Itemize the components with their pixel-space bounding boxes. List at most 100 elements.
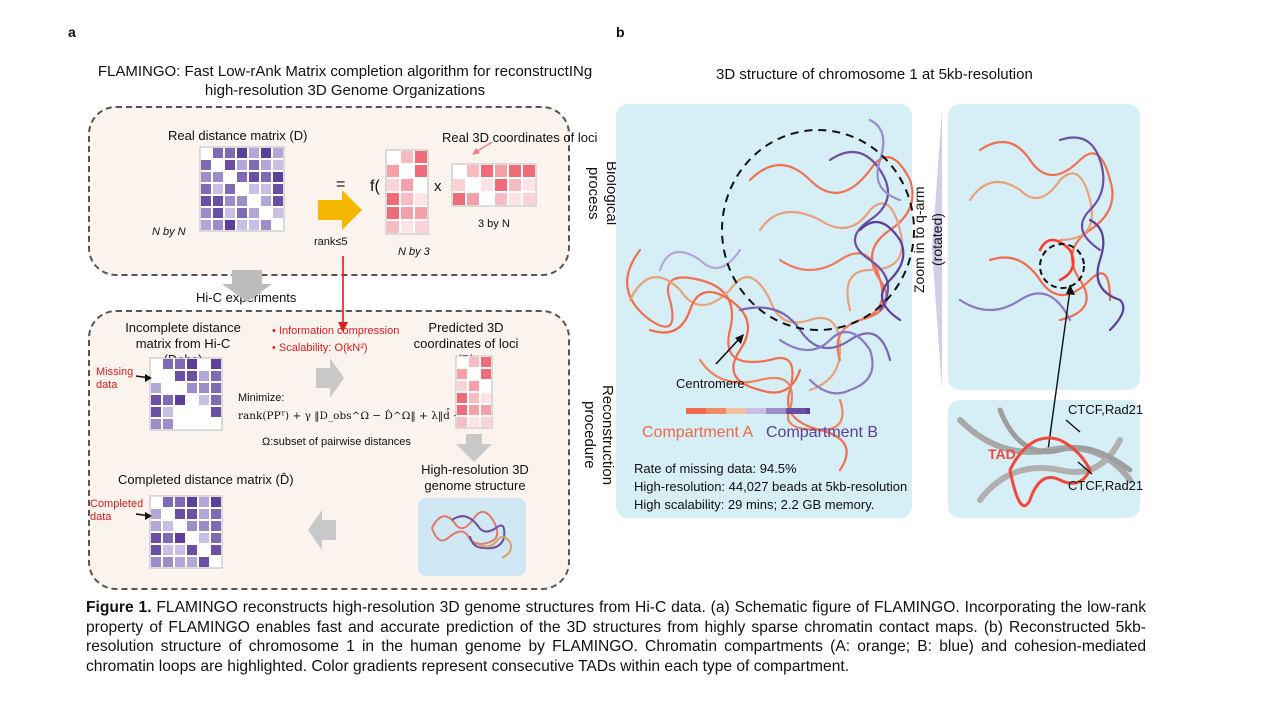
zoom-connector xyxy=(932,110,942,390)
matrix-cell xyxy=(401,193,413,205)
matrix-cell xyxy=(175,419,185,429)
tad-highlight-circle xyxy=(1039,243,1085,289)
matrix-cell xyxy=(237,196,247,206)
matrix-cell xyxy=(151,395,161,405)
matrix-cell xyxy=(523,165,535,177)
right-arrow-icon xyxy=(316,358,344,398)
matrix-cell xyxy=(469,381,479,391)
matrix-cell xyxy=(249,148,259,158)
matrix-cell xyxy=(163,545,173,555)
matrix-cell xyxy=(509,193,521,205)
matrix-cell xyxy=(175,407,185,417)
matrix-cell xyxy=(469,417,479,427)
matrix-cell xyxy=(273,160,283,170)
matrix-cell xyxy=(249,220,259,230)
matrix-cell xyxy=(163,395,173,405)
matrix-cell xyxy=(151,533,161,543)
matrix-cell xyxy=(151,371,161,381)
matrix-cell xyxy=(261,148,271,158)
stats-block: Rate of missing data: 94.5% High-resolut… xyxy=(634,460,907,514)
matrix-cell xyxy=(415,207,427,219)
matrix-cell xyxy=(387,193,399,205)
matrix-cell xyxy=(175,371,185,381)
matrix-cell xyxy=(415,165,427,177)
matrix-cell xyxy=(211,419,221,429)
matrix-cell xyxy=(175,395,185,405)
matrix-cell xyxy=(469,369,479,379)
matrix-cell xyxy=(187,419,197,429)
biological-process-label: Biological process xyxy=(585,160,620,226)
matrix-cell xyxy=(509,165,521,177)
predicted-line1: Predicted 3D xyxy=(428,320,504,335)
matrix-cell xyxy=(199,497,209,507)
centromere-label: Centromere xyxy=(676,376,745,391)
ctcf-label-top: CTCF,Rad21 xyxy=(1068,402,1144,417)
matrix-cell xyxy=(211,545,221,555)
panel-b-letter: b xyxy=(616,24,625,40)
matrix-cell xyxy=(211,371,221,381)
matrix-cell xyxy=(211,557,221,567)
matrix-cell xyxy=(211,509,221,519)
matrix-cell xyxy=(495,193,507,205)
matrix-cell xyxy=(187,509,197,519)
matrix-cell xyxy=(387,207,399,219)
matrix-cell xyxy=(387,165,399,177)
highres-line1: High-resolution 3D xyxy=(421,462,529,477)
matrix-cell xyxy=(187,383,197,393)
matrix-cell xyxy=(225,160,235,170)
matrix-cell xyxy=(163,521,173,531)
tad-label: TAD xyxy=(988,446,1016,462)
matrix-cell xyxy=(481,165,493,177)
matrix-cell xyxy=(211,533,221,543)
matrix-cell xyxy=(467,193,479,205)
matrix-cell xyxy=(151,407,161,417)
panel-a-title-line2: high-resolution 3D Genome Organizations xyxy=(204,82,486,99)
matrix-cell xyxy=(151,359,161,369)
matrix-cell xyxy=(273,208,283,218)
matrix-cell xyxy=(201,148,211,158)
omega-label: Ω:subset of pairwise distances xyxy=(262,436,411,448)
matrix-cell xyxy=(187,359,197,369)
matrix-cell xyxy=(453,193,465,205)
tad-detail-structure xyxy=(957,407,1133,508)
real-distance-matrix xyxy=(199,146,285,232)
n-by-3-label: N by 3 xyxy=(398,246,430,258)
matrix-cell xyxy=(453,165,465,177)
matrix-cell xyxy=(201,160,211,170)
matrix-cell xyxy=(163,509,173,519)
matrix-cell xyxy=(237,184,247,194)
objective-formula: rank(PPᵀ) + γ ‖D_obs^Ω − D̂^Ω‖ + λ‖d̂ − … xyxy=(238,410,487,422)
matrix-cell xyxy=(151,557,161,567)
predicted-coords-label: Predicted 3D coordinates of loci (P) xyxy=(406,320,526,368)
matrix-cell xyxy=(261,160,271,170)
matrix-cell xyxy=(249,184,259,194)
matrix-cell xyxy=(187,497,197,507)
matrix-cell xyxy=(387,221,399,233)
q-arm-highlight-circle xyxy=(721,129,915,331)
predicted-down-arrow-icon xyxy=(456,434,492,462)
matrix-cell xyxy=(199,383,209,393)
matrix-cell xyxy=(163,407,173,417)
real-coords-label: Real 3D coordinates of loci xyxy=(442,130,598,145)
matrix-cell xyxy=(261,208,271,218)
matrix-cell xyxy=(151,545,161,555)
matrix-cell xyxy=(211,395,221,405)
zoom-q-arm-panel xyxy=(948,104,1140,390)
matrix-cell xyxy=(199,509,209,519)
reconstruction-label: Reconstruction procedure xyxy=(581,384,616,486)
three-by-n-label: 3 by N xyxy=(478,218,510,230)
panel-a-letter: a xyxy=(68,24,76,40)
equals-sign: = xyxy=(336,176,346,193)
matrix-cell xyxy=(211,521,221,531)
matrix-cell xyxy=(199,395,209,405)
matrix-cell xyxy=(481,405,491,415)
matrix-cell xyxy=(469,405,479,415)
matrix-cell xyxy=(201,172,211,182)
matrix-cell xyxy=(151,419,161,429)
matrix-cell xyxy=(273,184,283,194)
matrix-cell xyxy=(201,208,211,218)
matrix-cell xyxy=(401,165,413,177)
matrix-cell xyxy=(175,533,185,543)
matrix-cell xyxy=(175,509,185,519)
